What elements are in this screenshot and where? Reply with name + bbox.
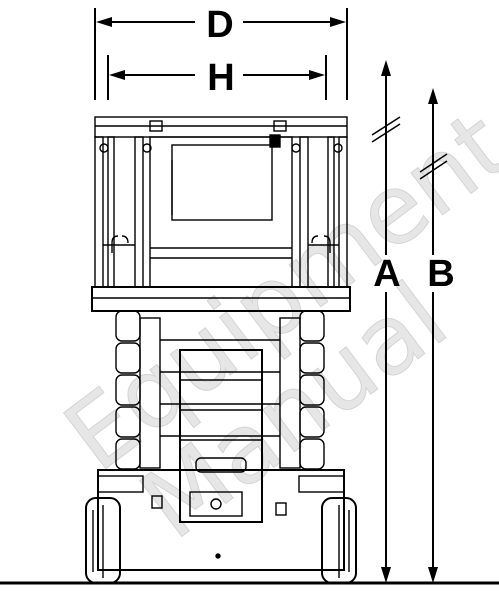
platform-deck xyxy=(91,286,351,312)
left-wheel xyxy=(85,497,121,584)
chassis-body xyxy=(97,469,345,571)
rail-pin-left xyxy=(99,143,109,153)
scissor-lift xyxy=(85,116,357,584)
rail-pin-right-upper xyxy=(291,143,301,153)
chassis xyxy=(97,469,345,571)
scissor-inner-right xyxy=(279,317,301,469)
dimension-h-label: H xyxy=(207,57,234,99)
a-arrow-bottom xyxy=(381,567,391,583)
dimension-b xyxy=(419,88,448,583)
entry-gate-panel xyxy=(171,144,273,221)
h-arrow-left xyxy=(109,70,125,80)
a-arrow-top xyxy=(381,60,391,76)
rail-pin-left-upper xyxy=(142,143,152,153)
right-light xyxy=(298,475,345,493)
control-panel xyxy=(189,491,243,517)
ladder-step-plate xyxy=(195,457,247,473)
control-panel-knob xyxy=(210,498,222,510)
left-hook xyxy=(111,235,129,253)
b-arrow-bottom xyxy=(428,567,438,583)
d-arrow-right xyxy=(330,17,346,27)
left-rail-post-outer xyxy=(94,136,104,288)
a-break-mark-1 xyxy=(371,116,401,136)
dimension-d-label: D xyxy=(206,4,233,46)
left-rail-post-inner xyxy=(107,136,115,288)
left-light xyxy=(97,475,144,493)
h-arrow-right xyxy=(309,70,325,80)
wheels xyxy=(85,497,357,584)
chassis-bolt xyxy=(215,553,221,559)
dimension-b-label: B xyxy=(427,253,454,295)
dimension-a-label: A xyxy=(373,253,400,295)
dimension-a xyxy=(371,60,401,583)
scissor-inner-left xyxy=(139,317,161,469)
control-box xyxy=(269,134,281,148)
rail-pin-right xyxy=(333,143,343,153)
chassis-tag-right xyxy=(275,502,287,516)
right-hook xyxy=(311,235,331,253)
b-break-mark-1 xyxy=(419,153,448,173)
right-wheel xyxy=(321,497,357,584)
left-gate-post xyxy=(134,136,144,288)
d-arrow-left xyxy=(96,17,112,27)
b-arrow-top xyxy=(428,88,438,104)
dimension-d xyxy=(94,8,348,100)
dimension-h xyxy=(107,55,327,100)
top-rail-bracket-right xyxy=(273,120,287,132)
top-rail-bracket-left xyxy=(149,120,163,132)
a-break-mark-2 xyxy=(371,123,401,143)
b-break-mark-2 xyxy=(419,160,448,180)
top-rail xyxy=(94,116,348,138)
chassis-tag-left xyxy=(151,495,163,509)
